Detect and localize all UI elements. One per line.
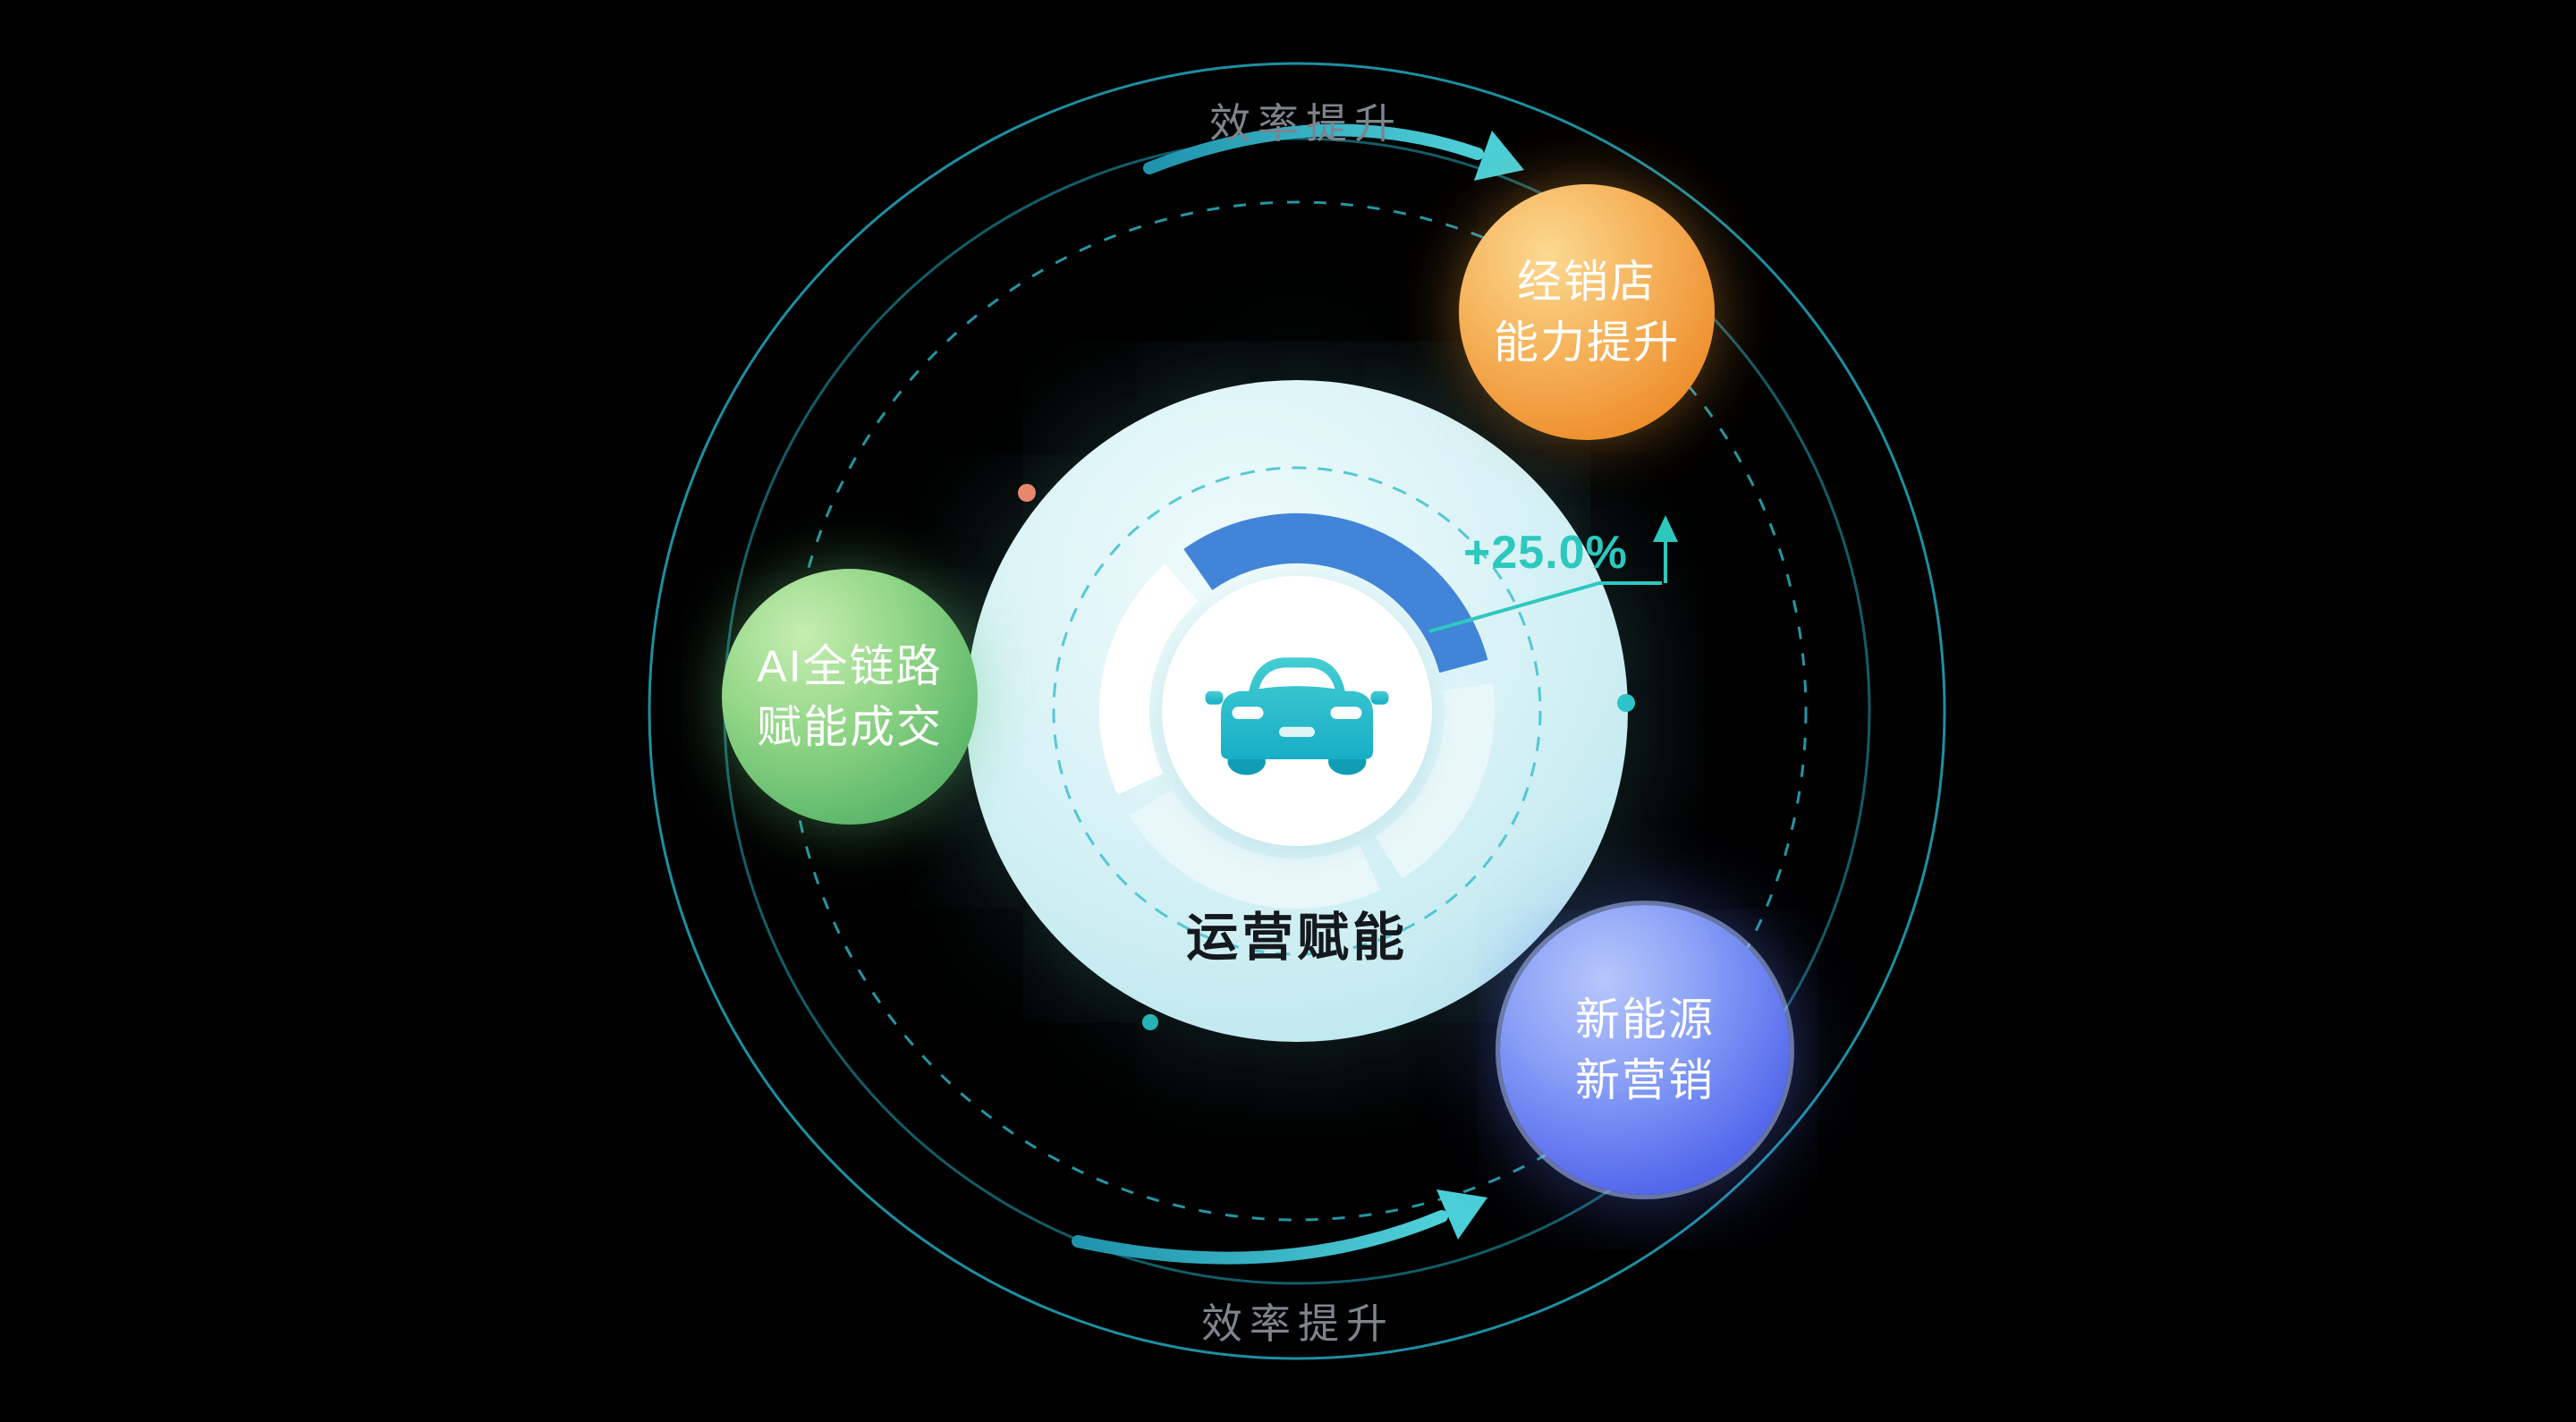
orbit-circle-dashed: [786, 200, 1808, 1222]
efficiency-arrow-top: [1143, 123, 1524, 181]
central-core: [1162, 576, 1432, 846]
orbit-label-top: 效率提升: [1209, 100, 1402, 147]
orbit-circle-outer: [648, 62, 1946, 1360]
node-dealer-capability: 经销店 能力提升: [1459, 184, 1715, 440]
efficiency-arrow-bottom: [1072, 1189, 1487, 1265]
node-label-line: AI全链路: [757, 641, 943, 691]
gauge-segment-white: [1099, 563, 1199, 795]
metric-value: +25.0%: [1463, 527, 1628, 579]
inner-dashed-ring: [1052, 466, 1542, 956]
gauge-segment-pale-right: [1374, 683, 1495, 879]
gauge-segment-pale-bottom: [1129, 788, 1381, 909]
gauge-ring: [1052, 466, 1542, 956]
car-icon: [1205, 657, 1389, 775]
node-new-energy-marketing: 新能源 新营销: [1500, 905, 1790, 1195]
node-ai-full-chain: AI全链路 赋能成交: [722, 569, 978, 825]
center-label: 运营赋能: [1185, 909, 1408, 967]
node-label-line: 能力提升: [1494, 317, 1680, 368]
orbit-label-bottom: 效率提升: [1201, 1300, 1394, 1347]
node-label-line: 赋能成交: [757, 702, 943, 752]
node-label-line: 新营销: [1575, 1055, 1715, 1105]
node-label-line: 经销店: [1517, 257, 1657, 307]
node-label-line: 新能源: [1575, 995, 1715, 1045]
